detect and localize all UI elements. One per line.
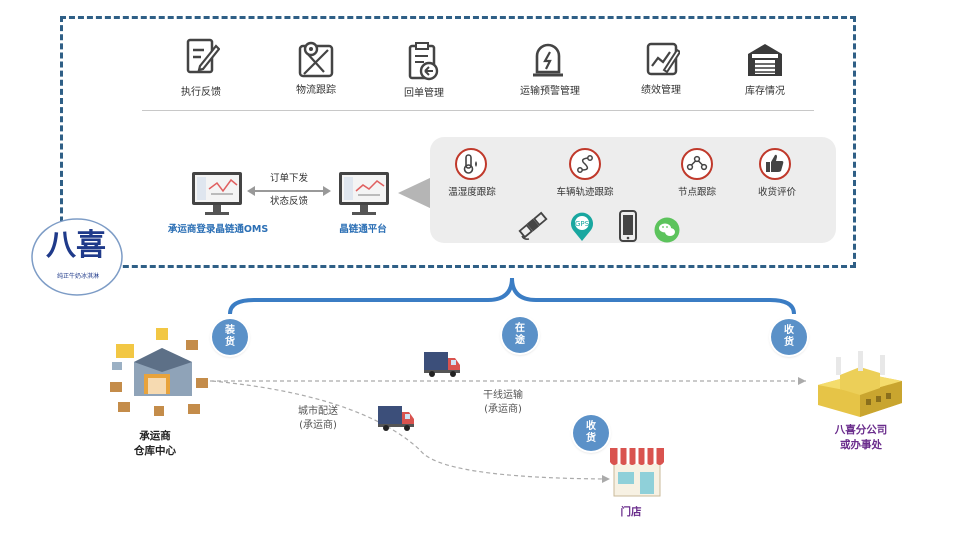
feature-label-rating: 收货评价 <box>757 187 796 198</box>
function-label-receipt: 回单管理 <box>404 88 444 99</box>
warehouse-center-illustration <box>104 322 212 426</box>
feature-label-node: 节点跟踪 <box>677 187 716 198</box>
warehouse-icon <box>747 42 783 80</box>
store-illustration <box>608 442 666 502</box>
platform-label: 晶链通平台 <box>339 224 387 235</box>
city-label-line2: (承运商) <box>299 420 337 431</box>
feature-label-route: 车辆轨迹跟踪 <box>556 187 614 198</box>
warehouse-label-line1: 承运商 <box>139 430 171 442</box>
divider-line <box>142 110 814 111</box>
gps-icon: GPS <box>568 210 596 246</box>
map-route-icon <box>298 40 334 82</box>
city-delivery-label: 城市配送 (承运商) <box>283 405 353 433</box>
panel-pointer <box>398 177 432 213</box>
badge-load: 装货 <box>212 319 248 355</box>
logo-tagline: 纯正牛奶冰淇淋 <box>56 273 99 280</box>
branch-label-line1: 八喜分公司 <box>834 424 888 436</box>
city-label-line1: 城市配送 <box>298 406 338 417</box>
node-graph-icon <box>681 148 713 180</box>
trunk-label-line1: 干线运输 <box>483 390 523 401</box>
function-label-inventory: 库存情况 <box>745 86 785 97</box>
warehouse-label-line2: 仓库中心 <box>134 445 176 457</box>
function-label-feedback: 执行反馈 <box>181 87 221 98</box>
status-feedback-label: 状态反馈 <box>269 196 308 207</box>
bidirectional-arrow <box>247 182 331 201</box>
trunk-transport-label: 干线运输 (承运商) <box>468 389 538 417</box>
performance-edit-icon <box>646 40 682 82</box>
mobile-phone-icon <box>619 210 637 246</box>
monitor-oms-icon <box>191 171 243 221</box>
branch-office-label: 八喜分公司 或办事处 <box>816 423 906 453</box>
brand-logo: 八喜 纯正牛奶冰淇淋 <box>30 217 124 297</box>
edit-document-icon <box>186 38 221 82</box>
svg-text:GPS: GPS <box>575 220 590 228</box>
brace-connector <box>226 276 798 320</box>
logo-text: 八喜 <box>46 228 106 263</box>
thumbs-up-icon <box>759 148 791 180</box>
truck-trunk-icon <box>423 350 461 382</box>
satellite-icon <box>518 209 548 245</box>
branch-office-illustration <box>814 345 906 423</box>
trunk-label-line2: (承运商) <box>484 404 522 415</box>
alarm-light-icon <box>532 40 564 82</box>
truck-city-icon <box>377 404 415 436</box>
thermometer-icon <box>455 148 487 180</box>
function-label-tracking: 物流跟踪 <box>296 85 336 96</box>
warehouse-center-label: 承运商 仓库中心 <box>120 429 190 459</box>
route-trace-icon <box>569 148 601 180</box>
receipt-return-icon <box>408 42 440 86</box>
store-label: 门店 <box>620 506 642 518</box>
function-label-alert: 运输预警管理 <box>520 86 580 97</box>
system-frame <box>60 16 856 268</box>
badge-receive-branch: 收货 <box>771 319 807 355</box>
oms-label: 承运商登录晶链通OMS <box>167 224 269 235</box>
branch-label-line2: 或办事处 <box>840 439 882 451</box>
order-dispatch-label: 订单下发 <box>269 173 308 184</box>
badge-receive-store: 收货 <box>573 415 609 451</box>
monitor-platform-icon <box>338 171 390 221</box>
badge-transit: 在途 <box>502 317 538 353</box>
wechat-icon <box>654 217 680 247</box>
function-label-performance: 绩效管理 <box>641 85 681 96</box>
feature-label-temperature: 温湿度跟踪 <box>448 187 496 198</box>
